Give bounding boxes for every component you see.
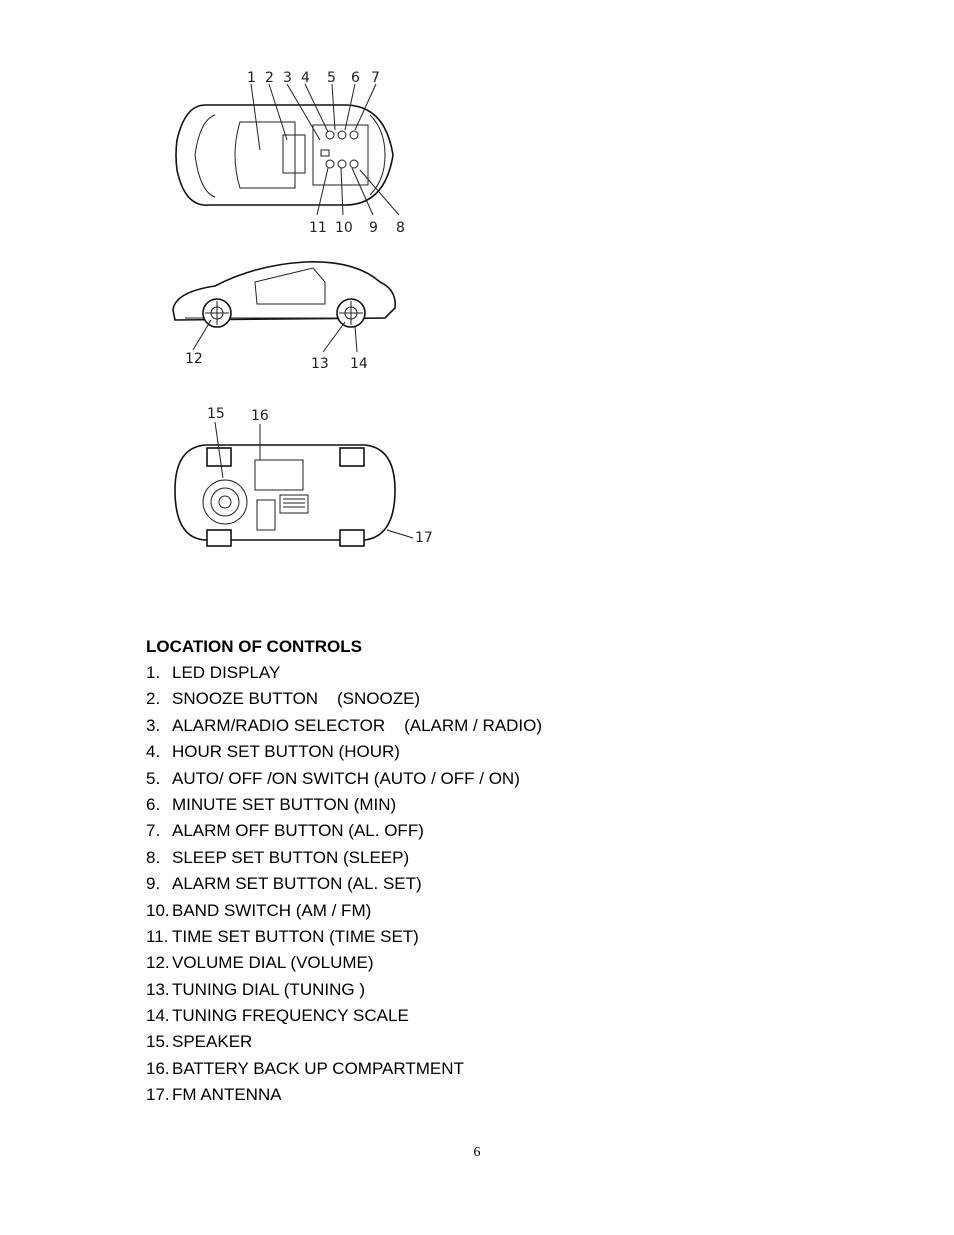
car-radio-diagram: 1 2 3 4 5 6 7 11 10 9 8 bbox=[145, 60, 445, 575]
callout-7: 7 bbox=[371, 70, 380, 86]
side-view: 12 13 14 bbox=[172, 261, 397, 372]
top-view: 1 2 3 4 5 6 7 11 10 9 8 bbox=[175, 70, 405, 236]
callout-2: 2 bbox=[265, 70, 274, 86]
item-number: 4. bbox=[146, 742, 161, 762]
item-label: BAND SWITCH (AM / FM) bbox=[172, 900, 372, 920]
callout-9: 9 bbox=[369, 220, 378, 236]
callout-10: 10 bbox=[335, 220, 353, 236]
item-number: 1. bbox=[146, 663, 161, 682]
callout-3: 3 bbox=[283, 70, 292, 86]
item-number: 7. bbox=[146, 821, 161, 841]
callout-1: 1 bbox=[247, 70, 256, 86]
list-item: 17.FM ANTENNA bbox=[146, 1082, 542, 1108]
callout-17: 17 bbox=[415, 530, 433, 546]
item-label: LED DISPLAY bbox=[172, 663, 281, 682]
item-number: 17. bbox=[146, 1085, 170, 1105]
list-item: 8. SLEEP SET BUTTON (SLEEP) bbox=[146, 845, 542, 871]
item-label: ALARM SET BUTTON (AL. SET) bbox=[172, 874, 422, 894]
callout-16: 16 bbox=[251, 408, 269, 424]
item-label: SPEAKER bbox=[172, 1032, 253, 1052]
item-number: 14. bbox=[146, 1006, 170, 1026]
item-number: 3. bbox=[146, 715, 161, 735]
item-label: AUTO/ OFF /ON SWITCH (AUTO / OFF / ON) bbox=[172, 768, 520, 788]
item-label: VOLUME DIAL (VOLUME) bbox=[172, 953, 374, 973]
item-label: TUNING DIAL (TUNING ) bbox=[172, 979, 365, 999]
item-label: BATTERY BACK UP COMPARTMENT bbox=[172, 1058, 464, 1078]
item-number: 8. bbox=[146, 847, 161, 867]
item-number: 13. bbox=[146, 979, 170, 999]
item-number: 9. bbox=[146, 874, 161, 894]
callout-5: 5 bbox=[327, 70, 336, 86]
callout-8: 8 bbox=[396, 220, 405, 236]
item-number: 16. bbox=[146, 1058, 170, 1078]
callout-12: 12 bbox=[185, 351, 203, 367]
callout-15: 15 bbox=[207, 406, 225, 422]
item-number: 6. bbox=[146, 794, 161, 814]
item-number: 5. bbox=[146, 768, 161, 788]
list-item: 10.BAND SWITCH (AM / FM) bbox=[146, 898, 542, 924]
list-item: 2. SNOOZE BUTTON (SNOOZE) bbox=[146, 686, 542, 712]
item-number: 15. bbox=[146, 1032, 170, 1052]
item-label: FM ANTENNA bbox=[172, 1085, 282, 1105]
callout-14: 14 bbox=[350, 356, 368, 372]
item-label: SLEEP SET BUTTON (SLEEP) bbox=[172, 847, 410, 867]
item-number: 12. bbox=[146, 953, 170, 973]
list-item: 1. LED DISPLAY bbox=[146, 660, 542, 686]
item-label: HOUR SET BUTTON (HOUR) bbox=[172, 742, 400, 762]
item-label: ALARM/RADIO SELECTOR (ALARM / RADIO) bbox=[172, 715, 542, 735]
callout-13: 13 bbox=[311, 356, 329, 372]
callout-11: 11 bbox=[309, 220, 327, 236]
item-label: ALARM OFF BUTTON (AL. OFF) bbox=[172, 821, 424, 841]
list-item: 13.TUNING DIAL (TUNING ) bbox=[146, 977, 542, 1003]
controls-list: 1. LED DISPLAY 2. SNOOZE BUTTON (SNOOZE) 3… bbox=[146, 660, 542, 1109]
callout-4: 4 bbox=[301, 70, 310, 86]
callout-6: 6 bbox=[351, 70, 360, 86]
list-item: 4. HOUR SET BUTTON (HOUR) bbox=[146, 739, 542, 765]
list-item: 11.TIME SET BUTTON (TIME SET) bbox=[146, 924, 542, 950]
list-item: 5. AUTO/ OFF /ON SWITCH (AUTO / OFF / ON) bbox=[146, 766, 542, 792]
page-number: 6 bbox=[473, 1145, 481, 1160]
list-item: 14.TUNING FREQUENCY SCALE bbox=[146, 1003, 542, 1029]
list-item: 7. ALARM OFF BUTTON (AL. OFF) bbox=[146, 818, 542, 844]
list-item: 6. MINUTE SET BUTTON (MIN) bbox=[146, 792, 542, 818]
list-item: 16.BATTERY BACK UP COMPARTMENT bbox=[146, 1056, 542, 1082]
item-number: 10. bbox=[146, 900, 170, 920]
list-item: 12.VOLUME DIAL (VOLUME) bbox=[146, 950, 542, 976]
item-label: TUNING FREQUENCY SCALE bbox=[172, 1006, 409, 1026]
list-item: 9. ALARM SET BUTTON (AL. SET) bbox=[146, 871, 542, 897]
list-item: 3. ALARM/RADIO SELECTOR (ALARM / RADIO) bbox=[146, 713, 542, 739]
item-label: TIME SET BUTTON (TIME SET) bbox=[172, 926, 419, 946]
item-number: 11. bbox=[146, 926, 169, 946]
item-label: SNOOZE BUTTON (SNOOZE) bbox=[172, 689, 421, 709]
section-heading: LOCATION OF CONTROLS bbox=[146, 637, 362, 656]
item-label: MINUTE SET BUTTON (MIN) bbox=[172, 794, 397, 814]
list-item: 15.SPEAKER bbox=[146, 1029, 542, 1055]
item-number: 2. bbox=[146, 689, 161, 709]
bottom-view: 15 16 17 bbox=[174, 406, 433, 547]
diagram-svg: 1 2 3 4 5 6 7 11 10 9 8 bbox=[172, 70, 433, 547]
